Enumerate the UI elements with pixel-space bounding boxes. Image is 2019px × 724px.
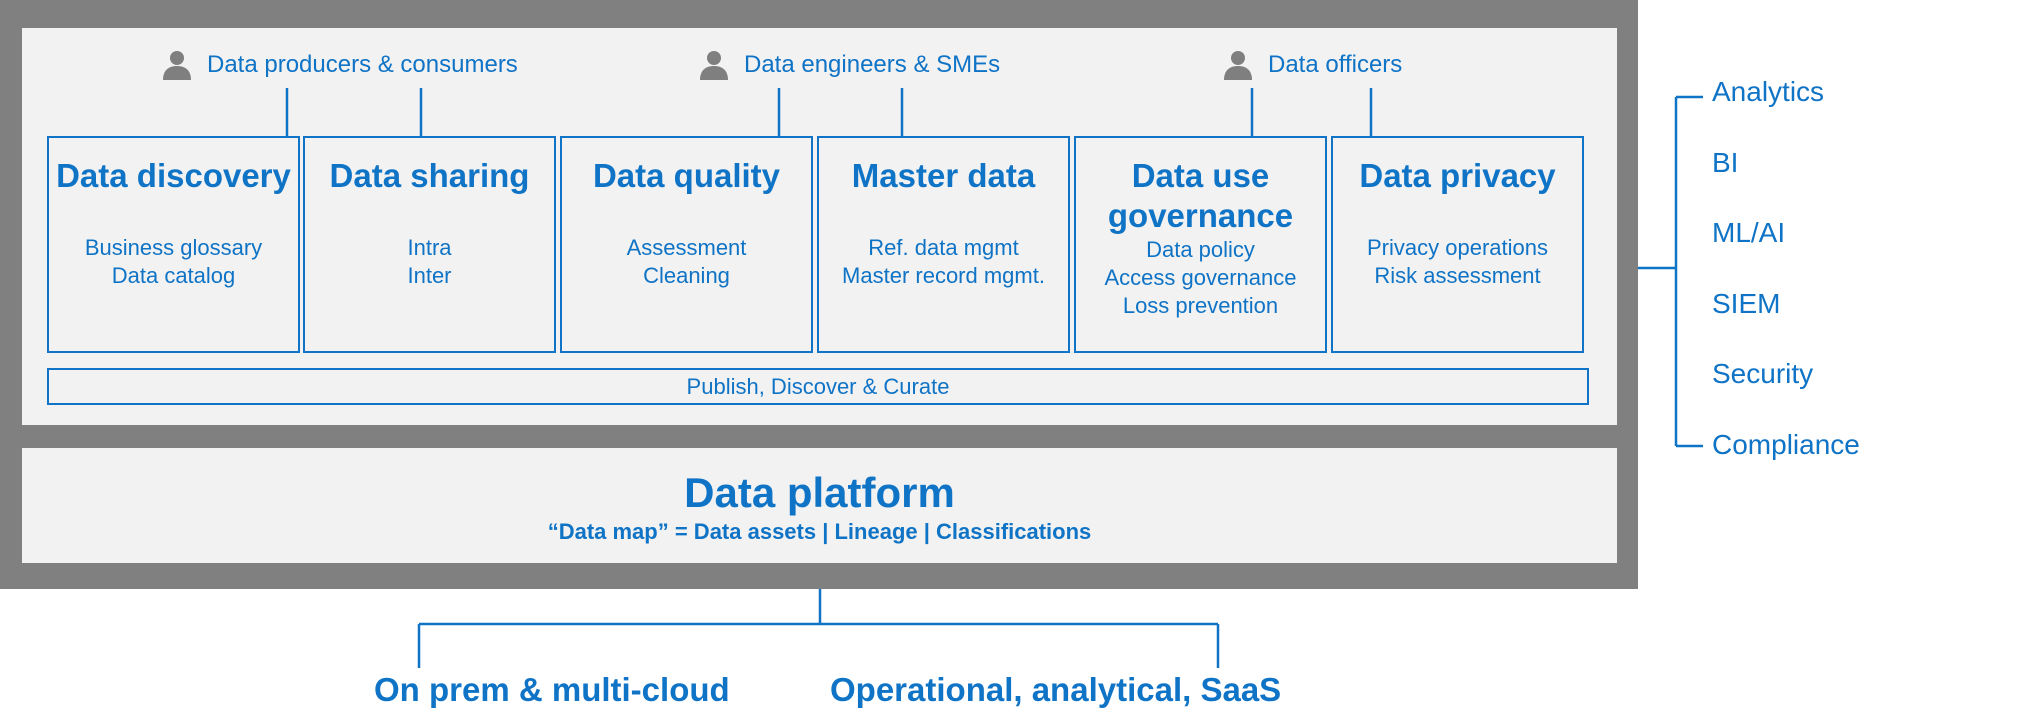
- capability-item: Business glossary: [84, 235, 263, 260]
- capability-item: Data catalog: [111, 263, 236, 288]
- capability-data-discovery: Data discovery Business glossary Data ca…: [47, 136, 300, 353]
- capability-item: Access governance: [1104, 265, 1297, 290]
- data-platform-panel: [22, 448, 1617, 563]
- consumer-analytics: Analytics: [1712, 76, 1825, 107]
- persona-data-officers: Data officers: [1222, 47, 1402, 83]
- capability-item: Assessment: [626, 235, 747, 260]
- person-icon: [163, 51, 191, 80]
- consumer-compliance: Compliance: [1712, 429, 1860, 460]
- capability-item: Inter: [407, 263, 452, 288]
- capability-item: Privacy operations: [1367, 235, 1548, 260]
- capability-item: Cleaning: [643, 263, 730, 288]
- capability-data-use-governance: Data use governance Data policy Access g…: [1074, 136, 1327, 353]
- capability-data-privacy: Data privacy Privacy operations Risk ass…: [1331, 136, 1584, 353]
- person-icon: [1224, 51, 1252, 80]
- capability-title: Data discovery: [56, 157, 291, 194]
- capability-item: Intra: [407, 235, 452, 260]
- person-icon: [700, 51, 728, 80]
- capability-master-data: Master data Ref. data mgmt Master record…: [817, 136, 1070, 353]
- data-platform-title: Data platform: [684, 469, 955, 516]
- capability-data-quality: Data quality Assessment Cleaning: [560, 136, 813, 353]
- consumer-security: Security: [1712, 358, 1814, 389]
- data-platform-subtitle: “Data map” = Data assets | Lineage | Cla…: [547, 519, 1092, 544]
- persona-engineers-smes: Data engineers & SMEs: [698, 47, 1000, 83]
- persona-label: Data engineers & SMEs: [744, 51, 1001, 78]
- consumer-siem: SIEM: [1712, 288, 1781, 319]
- source-on-prem-multi-cloud: On prem & multi-cloud: [374, 671, 730, 708]
- persona-producers-consumers: Data producers & consumers: [161, 47, 518, 83]
- capability-title: Data quality: [592, 157, 781, 194]
- capability-data-sharing: Data sharing Intra Inter: [303, 136, 556, 353]
- capability-title: Data sharing: [329, 157, 530, 194]
- capability-item: Loss prevention: [1122, 293, 1279, 318]
- capability-item: Data policy: [1146, 237, 1255, 262]
- capability-title: Data use governance: [1107, 157, 1294, 234]
- consumer-bi: BI: [1712, 147, 1739, 178]
- capability-item: Risk assessment: [1374, 263, 1541, 288]
- source-operational-analytical-saas: Operational, analytical, SaaS: [830, 671, 1282, 708]
- persona-label: Data producers & consumers: [207, 51, 518, 78]
- capability-title: Master data: [851, 157, 1036, 194]
- capability-item: Ref. data mgmt: [868, 235, 1019, 260]
- consumer-ml-ai: ML/AI: [1712, 217, 1786, 248]
- publish-discover-curate-bar: Publish, Discover & Curate: [47, 368, 1589, 405]
- capability-title: Data privacy: [1359, 157, 1556, 194]
- persona-label: Data officers: [1268, 51, 1403, 78]
- capability-item: Master record mgmt.: [842, 263, 1045, 288]
